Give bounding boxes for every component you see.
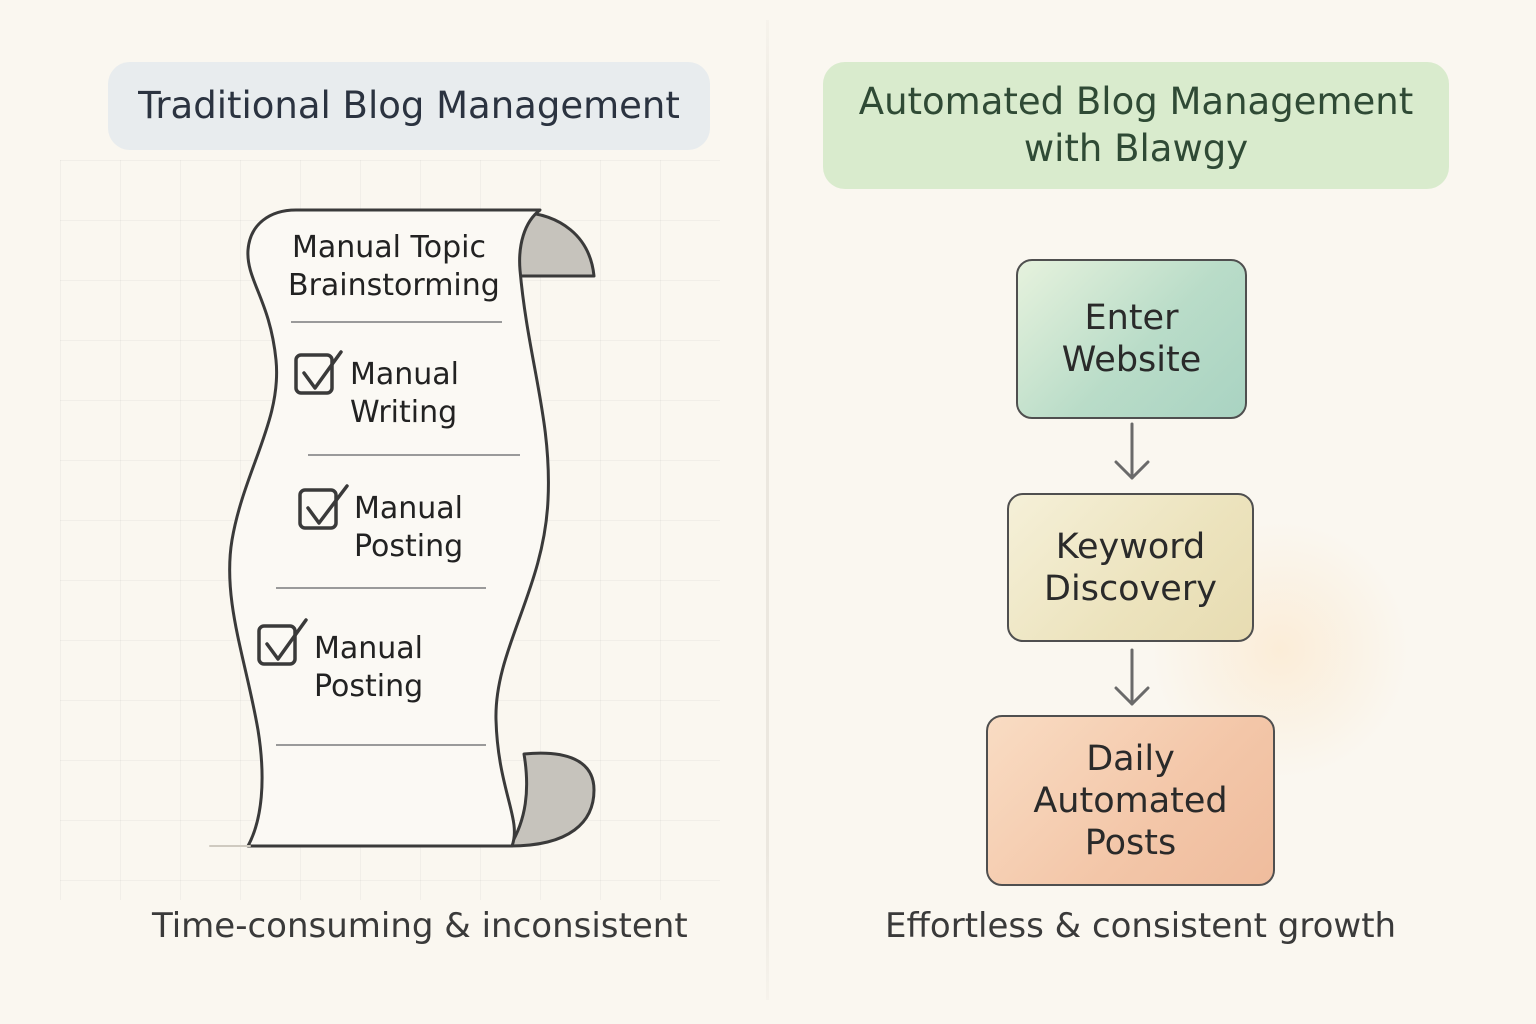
task-posting-1-line2: Posting bbox=[354, 529, 464, 564]
task-posting-2-line2: Posting bbox=[314, 669, 424, 704]
step-3-line3: Posts bbox=[1084, 822, 1177, 863]
step-2-line1: Keyword bbox=[1055, 526, 1206, 567]
task-posting-1-line1: Manual bbox=[354, 491, 464, 526]
task-posting-2-line1: Manual bbox=[314, 631, 424, 666]
automated-title: Automated Blog Management with Blawgy bbox=[823, 62, 1449, 189]
task-writing-line2: Writing bbox=[350, 395, 458, 430]
automated-title-line1: Automated Blog Management bbox=[858, 80, 1414, 124]
traditional-title-text: Traditional Blog Management bbox=[138, 83, 680, 127]
step-daily-automated-posts: Daily Automated Posts bbox=[986, 715, 1275, 886]
step-keyword-discovery-text: Keyword Discovery bbox=[1044, 526, 1217, 610]
task-posting-1: Manual Posting bbox=[354, 490, 463, 566]
automated-caption: Effortless & consistent growth bbox=[885, 906, 1397, 946]
step-2-line2: Discovery bbox=[1044, 568, 1217, 609]
automated-title-text: Automated Blog Management with Blawgy bbox=[859, 79, 1413, 172]
step-3-line2: Automated bbox=[1033, 780, 1228, 821]
step-1-line2: Website bbox=[1061, 340, 1202, 380]
task-topic-brainstorming: Manual Topic Brainstorming bbox=[288, 229, 500, 305]
traditional-title: Traditional Blog Management bbox=[108, 62, 710, 150]
scroll-separators bbox=[276, 321, 520, 746]
step-daily-posts-text: Daily Automated Posts bbox=[1033, 738, 1227, 864]
traditional-caption: Time-consuming & inconsistent bbox=[152, 906, 688, 946]
task-topic-line1: Manual Topic bbox=[291, 230, 486, 265]
step-enter-website-text: Enter Website bbox=[1062, 297, 1202, 381]
task-topic-line2: Brainstorming bbox=[288, 268, 500, 303]
task-writing-line1: Manual bbox=[350, 357, 460, 392]
down-arrow-icon bbox=[1114, 422, 1150, 706]
step-keyword-discovery: Keyword Discovery bbox=[1007, 493, 1254, 642]
task-writing: Manual Writing bbox=[350, 356, 459, 432]
checkbox-check-icon bbox=[257, 350, 349, 666]
automated-title-line2: with Blawgy bbox=[1023, 126, 1249, 170]
step-1-line1: Enter bbox=[1084, 298, 1179, 338]
step-enter-website: Enter Website bbox=[1016, 259, 1247, 419]
panel-divider bbox=[766, 20, 769, 1000]
step-3-line1: Daily bbox=[1086, 738, 1175, 779]
task-posting-2: Manual Posting bbox=[314, 630, 423, 706]
scroll-icon bbox=[209, 208, 596, 848]
